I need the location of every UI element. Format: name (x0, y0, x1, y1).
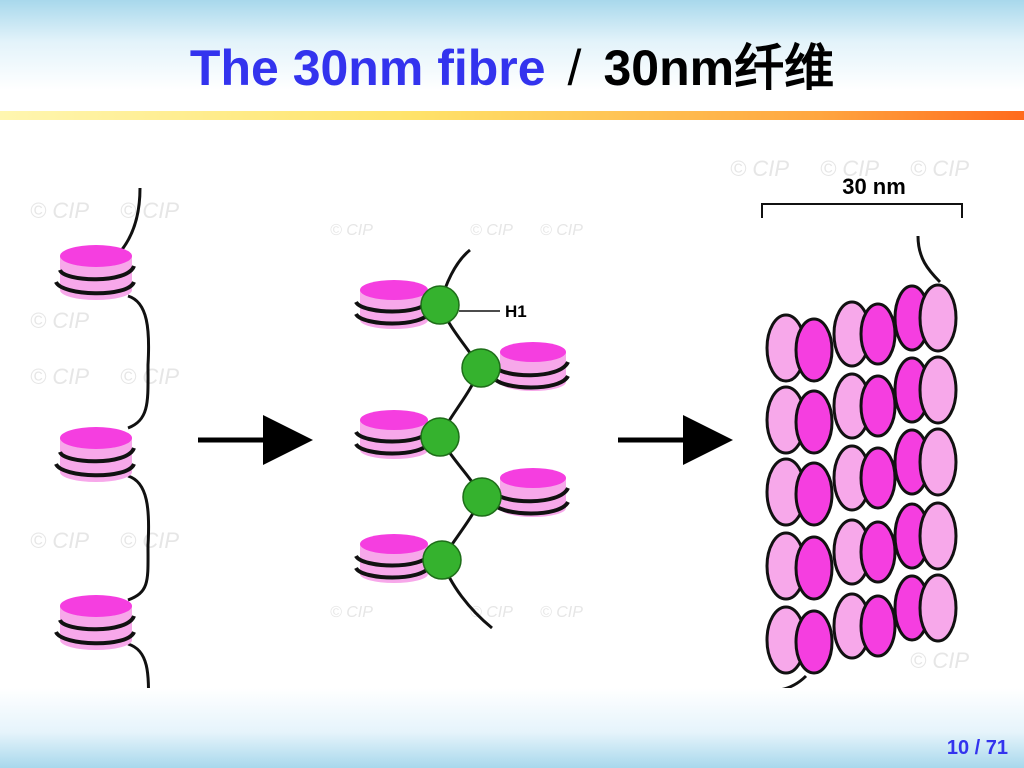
nucleosome (54, 245, 136, 300)
nucleosome (765, 385, 834, 455)
h1-histone (420, 417, 460, 457)
nucleosome (893, 501, 958, 571)
dna-strand (127, 294, 151, 430)
watermark-text: © CIP (540, 604, 583, 621)
nucleosome (832, 444, 897, 512)
nucleosome (765, 605, 834, 675)
zigzag-fibre: H1 (354, 248, 570, 630)
title-english: The 30nm fibre (189, 40, 546, 96)
h1-histone (420, 285, 460, 325)
nucleosome (893, 573, 958, 643)
title-underline (0, 111, 1024, 120)
nucleosome (765, 313, 834, 383)
watermark-text: © CIP (910, 156, 969, 181)
watermark-text: © CIP (820, 156, 879, 181)
page-number: 10 / 71 (946, 737, 1008, 759)
nucleosome (893, 355, 958, 425)
nucleosome (832, 518, 897, 586)
watermark-text: © CIP (120, 198, 179, 223)
nucleosome (893, 427, 958, 497)
dna-strand (916, 235, 942, 284)
nucleosome (54, 427, 136, 482)
nucleosome (832, 592, 897, 660)
nucleosome (54, 595, 136, 650)
nucleosome (492, 468, 570, 517)
watermark-text: © CIP (470, 222, 513, 239)
watermark-text: © CIP (540, 222, 583, 239)
watermark-text: © CIP (910, 648, 969, 673)
title-chinese: 30nm纤维 (603, 40, 835, 96)
header-background (0, 0, 1024, 120)
h1-histone (462, 477, 502, 517)
nucleosome (765, 531, 834, 601)
solenoid-fibre: 30 nm (761, 174, 963, 692)
watermark-text: © CIP (30, 528, 89, 553)
h1-histone (422, 540, 462, 580)
dna-strand (118, 187, 142, 253)
h1-label: H1 (505, 302, 527, 321)
watermark-text: © CIP (30, 308, 89, 333)
nucleosome (832, 372, 897, 440)
watermark-text: © CIP (30, 198, 89, 223)
nucleosome (492, 342, 570, 391)
footer-background (0, 688, 1024, 768)
nucleosome (354, 280, 432, 329)
watermark-text: © CIP (330, 604, 373, 621)
watermark-text: © CIP (730, 156, 789, 181)
page-title: The 30nm fibre / 30nm纤维 (0, 38, 1024, 98)
nucleosome (832, 300, 897, 368)
nucleosome (354, 410, 432, 459)
beads-on-string (54, 187, 151, 713)
nucleosome (893, 283, 958, 353)
nucleosome (765, 457, 834, 527)
watermark-text: © CIP (330, 222, 373, 239)
nucleosome (354, 534, 432, 583)
title-separator: / (567, 40, 582, 96)
dna-strand (127, 474, 151, 602)
watermark-text: © CIP (120, 364, 179, 389)
watermark-text: © CIP (30, 364, 89, 389)
h1-histone (461, 348, 501, 388)
scale-label: 30 nm (842, 174, 906, 199)
scale-bracket (761, 203, 963, 218)
